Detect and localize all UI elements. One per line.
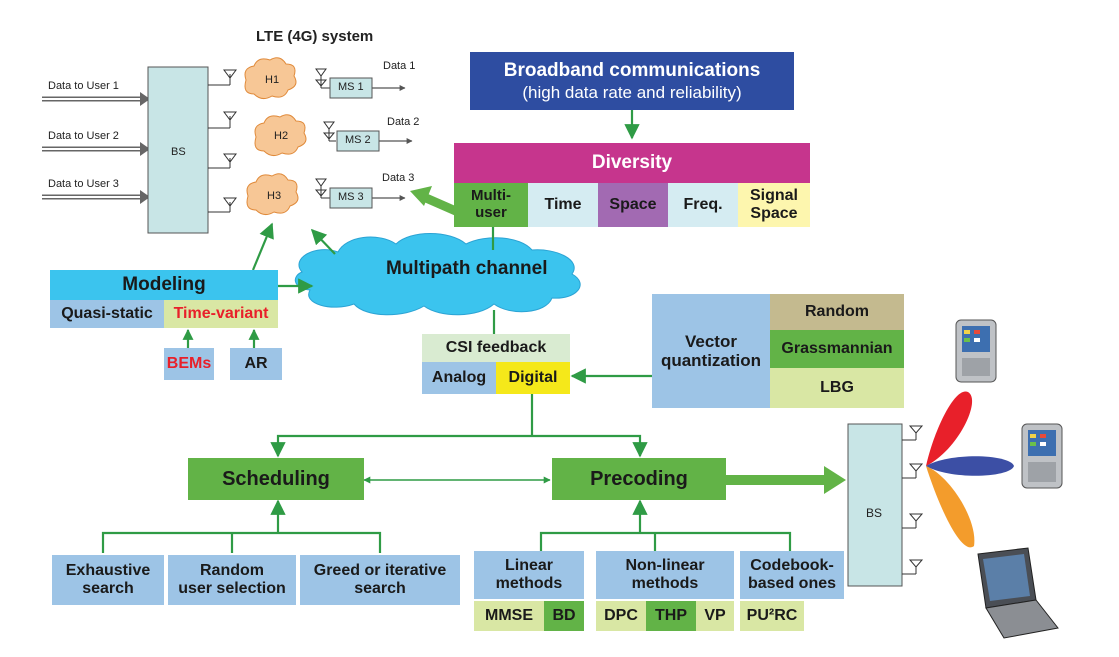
thick-arrow-to-bs <box>726 466 846 494</box>
sched-exhaustive-search: Exhaustive search <box>52 555 164 605</box>
connectors <box>101 110 792 553</box>
bs-label-lte: BS <box>171 146 186 158</box>
vector-quantization-box: Vector quantization <box>652 294 770 408</box>
data3-label: Data 3 <box>382 172 415 184</box>
scheduling-box: Scheduling <box>188 458 364 500</box>
precoding-vp: VP <box>696 601 734 631</box>
vq-lbg: LBG <box>770 368 904 408</box>
diversity-multi-user: Multi- user <box>454 183 528 227</box>
diversity-header: Diversity <box>454 143 810 183</box>
data2-label: Data 2 <box>387 116 420 128</box>
csi-digital: Digital <box>496 362 570 394</box>
sched-random-user-selection: Random user selection <box>168 555 296 605</box>
pda-device-icon-2 <box>1021 423 1063 489</box>
csi-analog: Analog <box>422 362 496 394</box>
data-input-arrow-1 <box>42 92 150 106</box>
beam-orange <box>926 466 975 548</box>
channel-cloud-h3 <box>246 173 299 216</box>
broadband-subtitle: (high data rate and reliability) <box>522 83 742 103</box>
model-bems: BEMs <box>164 348 214 380</box>
channel-cloud-h2 <box>254 114 307 157</box>
ms2-label: MS 2 <box>345 134 371 146</box>
vq-random: Random <box>770 294 904 330</box>
model-ar: AR <box>230 348 282 380</box>
ms3-label: MS 3 <box>338 191 364 203</box>
precoding-mmse: MMSE <box>474 601 544 631</box>
pda-device-icon <box>955 319 997 383</box>
diversity-freq: Freq. <box>668 183 738 227</box>
data-input-arrow-2 <box>42 142 150 156</box>
precoding-nonlinear: Non-linear methods <box>596 551 734 599</box>
modeling-header: Modeling <box>50 270 278 300</box>
precoding-thp: THP <box>646 601 696 631</box>
precoding-pu2rc: PU²RC <box>740 601 804 631</box>
precoding-linear: Linear methods <box>474 551 584 599</box>
diversity-signal-space: Signal Space <box>738 183 810 227</box>
beam-red <box>926 391 973 466</box>
data-to-user-3-label: Data to User 3 <box>48 178 119 190</box>
precoding-box: Precoding <box>552 458 726 500</box>
data-to-user-1-label: Data to User 1 <box>48 80 119 92</box>
vq-grassmannian: Grassmannian <box>770 330 904 368</box>
diversity-time: Time <box>528 183 598 227</box>
beam-blue <box>926 456 1014 476</box>
data-to-user-2-label: Data to User 2 <box>48 130 119 142</box>
modeling-quasi-static: Quasi-static <box>50 300 164 328</box>
bs2-antennas <box>902 425 924 575</box>
multipath-label: Multipath channel <box>386 258 548 279</box>
bs-antennas <box>208 69 237 213</box>
broadband-box: Broadband communications (high data rate… <box>470 52 794 110</box>
lte-title: LTE (4G) system <box>256 28 374 45</box>
bs-box-downlink <box>847 423 903 587</box>
data1-label: Data 1 <box>383 60 416 72</box>
modeling-time-variant: Time-variant <box>164 300 278 328</box>
precoding-codebook: Codebook- based ones <box>740 551 844 599</box>
diversity-space: Space <box>598 183 668 227</box>
csi-feedback-header: CSI feedback <box>422 334 570 362</box>
bs-label-downlink: BS <box>866 506 883 520</box>
laptop-icon <box>977 547 1059 639</box>
sched-greedy-search: Greed or iterative search <box>300 555 460 605</box>
h1-label: H1 <box>265 74 280 86</box>
lte-system <box>42 57 413 234</box>
ms-antennas <box>314 68 336 199</box>
ms1-label: MS 1 <box>338 81 364 93</box>
thick-arrow-to-ms3 <box>410 186 460 217</box>
channel-cloud-h1 <box>244 57 297 100</box>
precoding-dpc: DPC <box>596 601 646 631</box>
h3-label: H3 <box>267 190 282 202</box>
data-input-arrow-3 <box>42 190 150 204</box>
h2-label: H2 <box>274 130 289 142</box>
precoding-bd: BD <box>544 601 584 631</box>
multipath-cloud <box>294 233 581 316</box>
bs-box-lte <box>147 66 209 234</box>
broadband-title: Broadband communications <box>503 59 761 81</box>
